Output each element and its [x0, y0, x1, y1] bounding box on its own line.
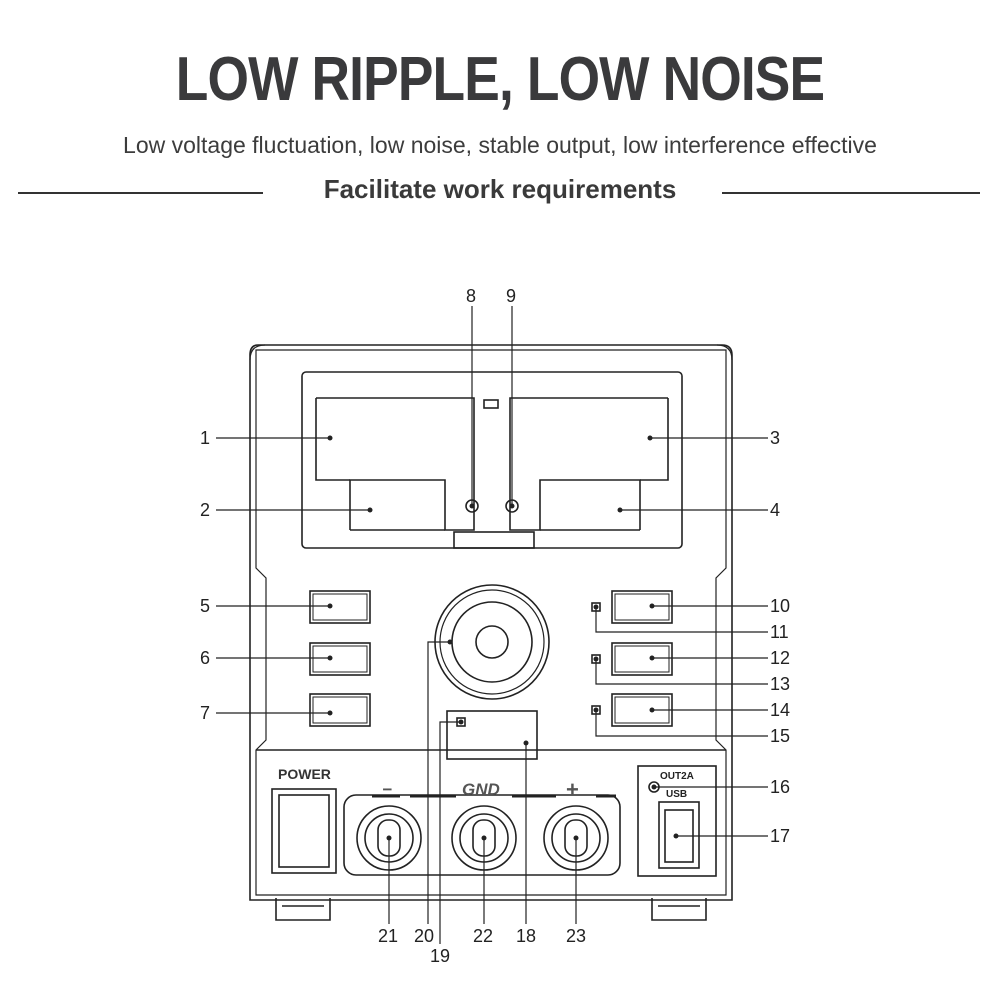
callout-12: 12: [770, 648, 790, 668]
callout-8: 8: [466, 286, 476, 306]
callout-19: 19: [430, 946, 450, 966]
chassis-inner: [255, 349, 727, 896]
callout-21: 21: [378, 926, 398, 946]
callout-2: 2: [200, 500, 210, 520]
callout-17: 17: [770, 826, 790, 846]
callout-7: 7: [200, 703, 210, 723]
chassis-outline: [249, 344, 733, 901]
power-switch[interactable]: [271, 788, 337, 874]
button-10[interactable]: [611, 590, 673, 624]
callout-10: 10: [770, 596, 790, 616]
usb-port[interactable]: [658, 801, 700, 869]
indicator-slot: [483, 399, 499, 409]
callout-23: 23: [566, 926, 586, 946]
callout-22: 22: [473, 926, 493, 946]
callout-15: 15: [770, 726, 790, 746]
callout-16: 16: [770, 777, 790, 797]
page-subtitle: Low voltage fluctuation, low noise, stab…: [123, 132, 877, 158]
callout-14: 14: [770, 700, 790, 720]
foot-right: [651, 898, 707, 921]
page-title: LOW RIPPLE, LOW NOISE: [175, 45, 825, 114]
callout-5: 5: [200, 596, 210, 616]
callout-6: 6: [200, 648, 210, 668]
button-12[interactable]: [611, 642, 673, 676]
power-label: POWER: [278, 766, 331, 782]
button-7[interactable]: [309, 693, 371, 727]
usb-label: USB: [666, 789, 687, 800]
usb-rating: OUT2A: [660, 771, 694, 782]
callout-9: 9: [506, 286, 516, 306]
callout-4: 4: [770, 500, 780, 520]
callout-13: 13: [770, 674, 790, 694]
callout-11: 11: [770, 622, 789, 642]
section-title: Facilitate work requirements: [323, 174, 677, 204]
mini-display: [446, 710, 538, 760]
terminal-panel: [343, 794, 621, 876]
callout-1: 1: [200, 428, 210, 448]
callout-3: 3: [770, 428, 780, 448]
foot-left: [275, 898, 331, 921]
callout-18: 18: [516, 926, 536, 946]
callout-20: 20: [414, 926, 434, 946]
button-6[interactable]: [309, 642, 371, 676]
divider-left: [18, 192, 263, 194]
usb-panel: [637, 765, 717, 877]
plus-label: +: [566, 777, 579, 802]
divider-right: [722, 192, 980, 194]
display-tab: [453, 531, 535, 549]
gnd-label: GND: [462, 780, 500, 799]
button-5[interactable]: [309, 590, 371, 624]
minus-label: −: [382, 780, 392, 799]
